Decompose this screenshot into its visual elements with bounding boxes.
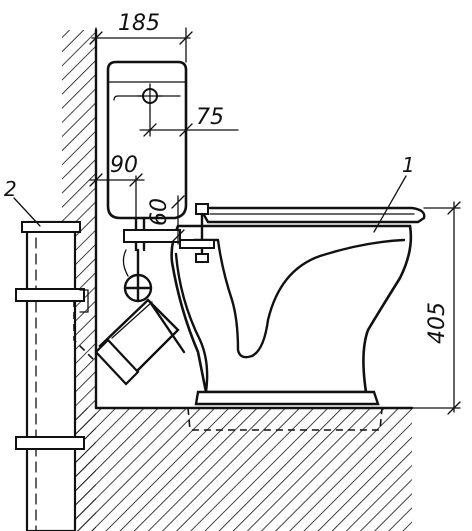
dimension-405-label: 405: [425, 302, 450, 344]
dimension-185-label: 185: [118, 11, 160, 36]
cistern: [106, 60, 188, 220]
callout-2-label: 2: [4, 177, 17, 201]
callout-2: 2: [4, 177, 41, 227]
flush-fittings: [73, 216, 186, 386]
dimension-60: 60: [147, 195, 185, 245]
dimension-90: 90: [89, 153, 145, 223]
dimension-90-label: 90: [110, 153, 138, 178]
callout-1: 1: [373, 153, 415, 233]
dimension-75-label: 75: [196, 105, 224, 130]
dimension-60-label: 60: [147, 198, 172, 226]
dimension-185: 185: [89, 11, 193, 63]
callout-1-label: 1: [402, 153, 415, 177]
dimension-75: 75: [139, 105, 239, 137]
toilet-bowl: [170, 203, 426, 431]
floor: [62, 406, 414, 531]
riser-pipe: [15, 220, 85, 531]
dimension-405: 405: [411, 201, 461, 415]
